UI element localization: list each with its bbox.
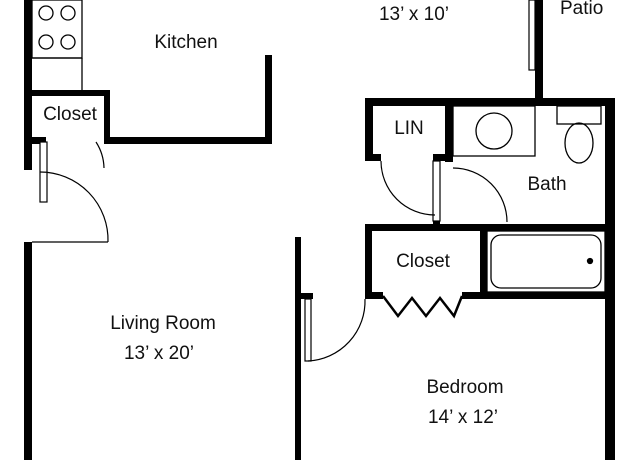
wall-patio-left xyxy=(535,0,543,105)
wall-left-upper xyxy=(24,0,32,170)
bifold-closet-doors xyxy=(382,295,464,319)
fixtures xyxy=(31,0,606,293)
living-room-label: Living Room xyxy=(110,313,216,334)
linen-door-leaf xyxy=(432,160,441,222)
kitchen-label: Kitchen xyxy=(154,32,218,53)
wall-closet-right xyxy=(104,90,110,142)
windows xyxy=(540,0,610,460)
wall-tub-left xyxy=(480,224,487,299)
wall-bedroom-left xyxy=(295,237,301,460)
wall-kitchen-peninsula xyxy=(265,55,272,144)
wall-bath-top xyxy=(365,98,615,106)
wall-closet-bottom-right xyxy=(462,292,615,299)
doors xyxy=(32,0,536,362)
dining-dimensions: 13’ x 10’ xyxy=(378,4,450,25)
wall-kitchen-bottom xyxy=(104,137,272,144)
toilet-tank xyxy=(556,105,602,125)
bathtub xyxy=(486,230,606,293)
patio-label: Patio xyxy=(560,0,604,19)
wall-linen-right xyxy=(445,98,453,162)
bedroom-closet-label: Closet xyxy=(396,251,450,272)
tub-drain-icon xyxy=(586,257,594,265)
wall-closet-stub xyxy=(32,137,46,144)
wall-left-lower xyxy=(24,242,32,460)
bath-door-swing xyxy=(452,167,508,223)
wall-closet-top xyxy=(32,90,110,96)
stove-burner-icon xyxy=(38,5,54,21)
wall-right xyxy=(605,98,615,460)
stove-burner-icon xyxy=(60,34,76,50)
entry-closet-label: Closet xyxy=(43,104,97,125)
toilet-bowl-icon xyxy=(564,122,594,164)
stove-burner-icon xyxy=(60,5,76,21)
linen-door-swing xyxy=(380,160,436,216)
stove xyxy=(31,0,83,59)
wall-linen-left xyxy=(365,98,373,160)
bedroom-door-leaf xyxy=(304,298,312,362)
wall-linen-stub xyxy=(365,154,381,161)
wall-closet-bottom-left xyxy=(365,292,383,299)
bathtub-basin xyxy=(490,234,602,289)
wall-bedroom-stub xyxy=(301,293,313,299)
bath-label: Bath xyxy=(527,174,567,195)
wall-linen-bottom xyxy=(433,154,453,161)
washer-icon xyxy=(475,112,513,150)
wall-closet-top-bedroom xyxy=(365,224,615,231)
bedroom-dimensions: 14’ x 12’ xyxy=(427,407,499,428)
bedroom-door-swing xyxy=(307,298,366,362)
linen-label: LIN xyxy=(394,118,424,139)
stove-burner-icon xyxy=(38,34,54,50)
washer-dryer-box xyxy=(452,105,536,157)
closet-door-swing xyxy=(95,141,105,169)
bedroom-label: Bedroom xyxy=(426,377,504,398)
living-room-dimensions: 13’ x 20’ xyxy=(123,343,195,364)
entry-door-swing xyxy=(39,171,109,243)
walls xyxy=(24,0,615,460)
wall-closet-left xyxy=(365,224,372,299)
patio-door-leaf xyxy=(528,0,536,71)
